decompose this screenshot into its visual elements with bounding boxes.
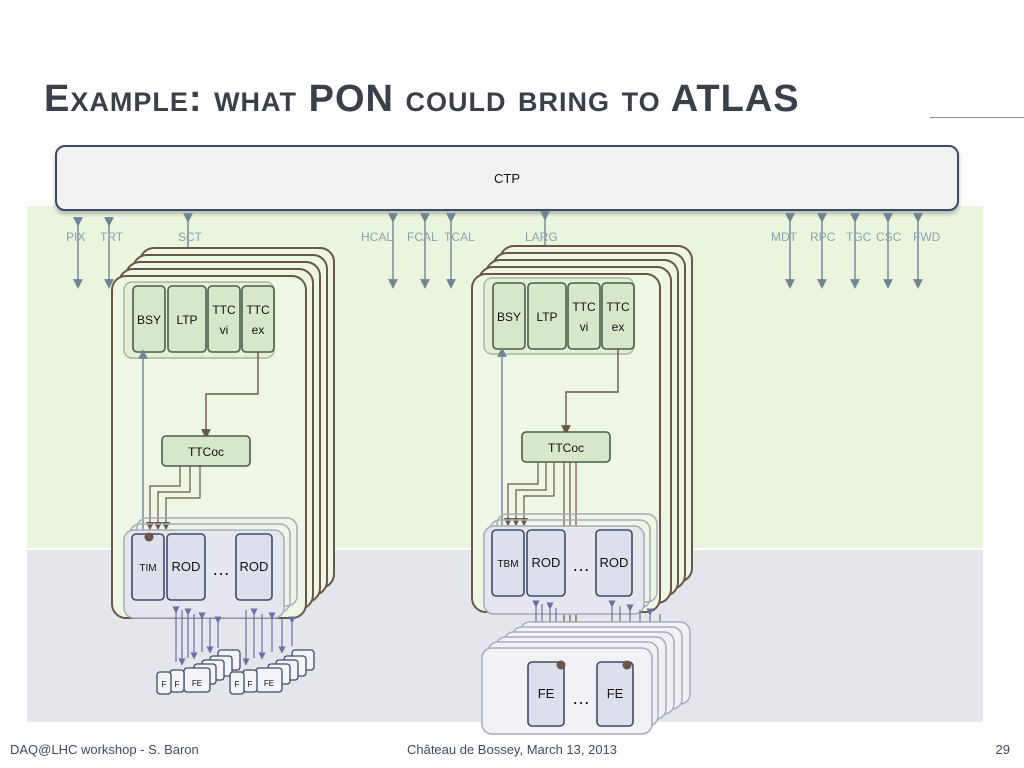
right-tbm-module [491, 529, 525, 597]
left-ttcoc-label: TTCoc [188, 445, 224, 459]
left-ttcex-label-1: TTC [246, 303, 270, 317]
left-ttcvi-label-1: TTC [212, 303, 236, 317]
right-ltp-module [527, 282, 567, 350]
right-bsy-module [492, 282, 526, 350]
detector-tgc: TGC [846, 230, 872, 244]
left-ttcex-module [241, 285, 275, 353]
detector-fwd: FWD [913, 230, 941, 244]
right-rod-dots: … [572, 555, 590, 575]
footer-venue: Château de Bossey, March 13, 2013 [406, 742, 618, 757]
right-fe-module-2 [596, 661, 634, 727]
left-fe-f-4: F [248, 680, 253, 689]
detector-pix: PIX [66, 230, 85, 244]
left-rod-label-2: ROD [240, 559, 269, 574]
right-rod-label-2: ROD [600, 555, 629, 570]
left-bsy-label: BSY [137, 313, 161, 327]
right-fe-module-1 [527, 661, 565, 727]
left-ttcoc-module [161, 435, 251, 467]
right-ttcex-module [601, 282, 635, 350]
left-bsy-module [132, 285, 166, 353]
slide-title: Example: what PON could bring to ATLAS [44, 78, 800, 120]
right-ttcoc-label: TTCoc [548, 441, 584, 455]
left-ltp-label: LTP [176, 313, 197, 327]
left-rod-label-1: ROD [172, 559, 201, 574]
right-rod-label-1: ROD [532, 555, 561, 570]
right-ttcvi-module [567, 282, 601, 350]
detector-hcal: HCAL [361, 230, 393, 244]
left-rod-module-2 [235, 533, 273, 601]
right-ltp-label: LTP [536, 310, 557, 324]
ctp-label: CTP [494, 170, 520, 186]
left-ttcex-label-2: ex [252, 323, 265, 337]
ctp-box: CTP [55, 145, 959, 211]
detector-rpc: RPC [810, 230, 836, 244]
left-fe-small-label-a: FE [192, 679, 202, 688]
detector-trt: TRT [100, 230, 124, 244]
left-fe-f-1: F [162, 680, 167, 689]
left-fe-f-3: F [235, 680, 240, 689]
right-rod-module-1 [526, 529, 566, 597]
left-rod-module-1 [166, 533, 206, 601]
footer-author: DAQ@LHC workshop - S. Baron [10, 742, 199, 757]
left-ttcvi-label-2: vi [220, 323, 229, 337]
detector-csc: CSC [876, 230, 902, 244]
right-ttcex-label-1: TTC [606, 300, 630, 314]
right-crate: BSY LTP TTC vi TTC ex TTCoc [471, 245, 693, 735]
title-rule [930, 117, 1024, 118]
left-fe-small-label-b: FE [264, 679, 274, 688]
detector-labels: PIX TRT SCT HCAL FCAL TCAL LARG MDT RPC … [66, 230, 941, 244]
right-ttcvi-label-2: vi [580, 320, 589, 334]
right-fe-dots: … [572, 688, 590, 708]
left-crate: BSY LTP TTC vi TTC ex TTCoc [111, 247, 335, 695]
left-tim-label: TIM [139, 563, 156, 574]
left-ttcvi-module [207, 285, 241, 353]
page-number: 29 [995, 742, 1010, 757]
right-bsy-label: BSY [497, 310, 521, 324]
left-rod-dots: … [212, 559, 230, 579]
right-tbm-label: TBM [497, 559, 518, 570]
detector-tcal: TCAL [444, 230, 475, 244]
right-fe-label-1: FE [538, 686, 555, 701]
detector-fcal: FCAL [407, 230, 438, 244]
detector-sct: SCT [178, 230, 203, 244]
detector-larg: LARG [525, 230, 558, 244]
right-ttcex-label-2: ex [612, 320, 625, 334]
left-fe-f-2: F [175, 680, 180, 689]
right-ttcoc-module [521, 431, 611, 463]
detector-mdt: MDT [771, 230, 798, 244]
right-fe-label-2: FE [607, 686, 624, 701]
left-ltp-module [167, 285, 207, 353]
right-ttcvi-label-1: TTC [572, 300, 596, 314]
right-rod-module-2 [595, 529, 633, 597]
